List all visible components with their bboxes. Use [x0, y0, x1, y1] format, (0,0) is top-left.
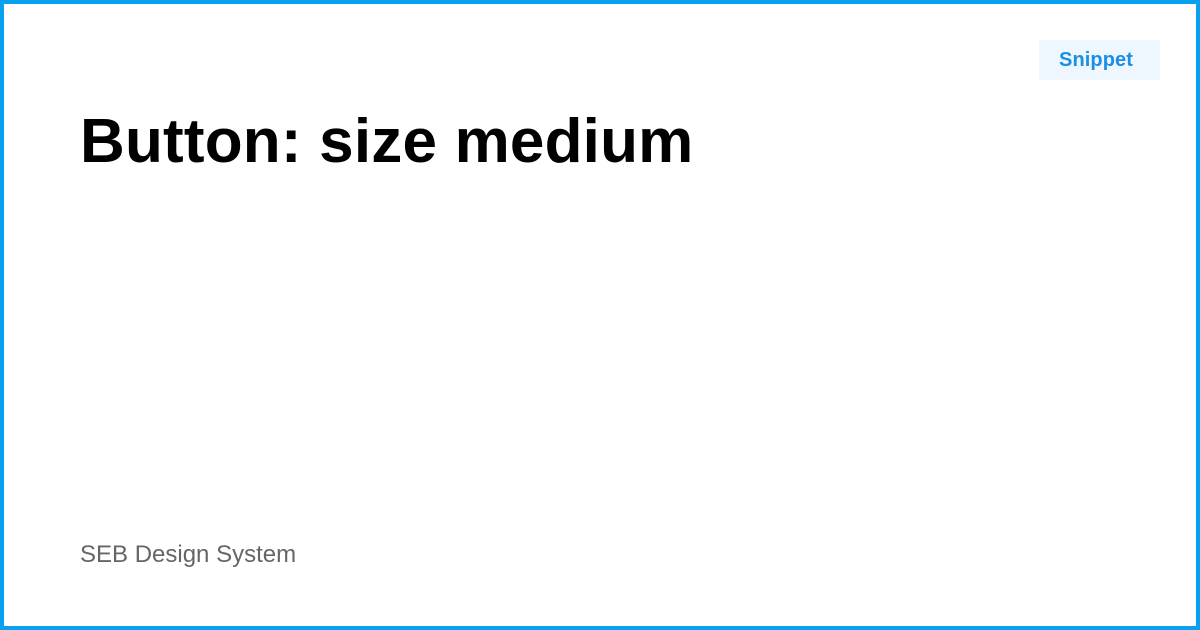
page-title: Button: size medium: [80, 107, 694, 176]
site-name-footer: SEB Design System: [80, 541, 297, 568]
snippet-badge: Snippet: [1039, 40, 1160, 80]
